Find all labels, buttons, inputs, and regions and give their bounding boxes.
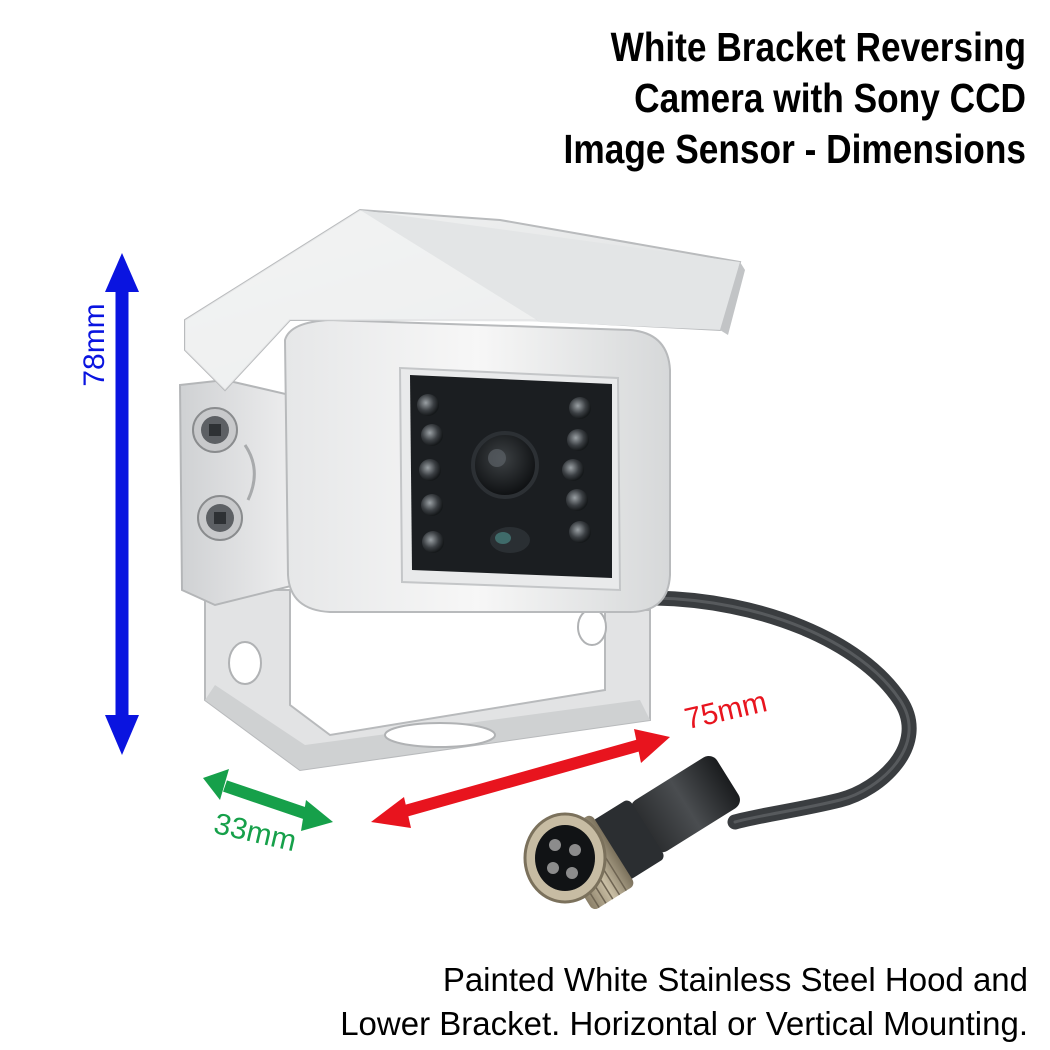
aviation-connector: [523, 755, 740, 909]
title-line-1: White Bracket Reversing: [610, 24, 1026, 70]
height-label: 78mm: [78, 303, 111, 386]
caption-line-2: Lower Bracket. Horizontal or Vertical Mo…: [340, 1005, 1028, 1042]
title-line-2: Camera with Sony CCD: [634, 75, 1026, 121]
lens: [471, 431, 539, 499]
hood: [184, 208, 745, 392]
side-bracket: [178, 378, 297, 607]
product-title: White Bracket Reversing Camera with Sony…: [493, 22, 1026, 175]
mounting-screws: [192, 407, 256, 541]
ir-leds-left: [417, 394, 444, 553]
depth-dimension-arrow: 33mm: [203, 769, 333, 858]
height-dimension-arrow: 78mm: [78, 253, 139, 755]
lower-bracket: [204, 589, 651, 772]
width-label: 75mm: [682, 685, 771, 736]
product-caption: Painted White Stainless Steel Hood and L…: [128, 958, 1028, 1046]
title-line-3: Image Sensor - Dimensions: [563, 126, 1026, 172]
caption-line-1: Painted White Stainless Steel Hood and: [442, 961, 1028, 998]
depth-label: 33mm: [211, 807, 300, 858]
ir-leds-right: [562, 397, 591, 543]
camera-body: [283, 318, 671, 613]
